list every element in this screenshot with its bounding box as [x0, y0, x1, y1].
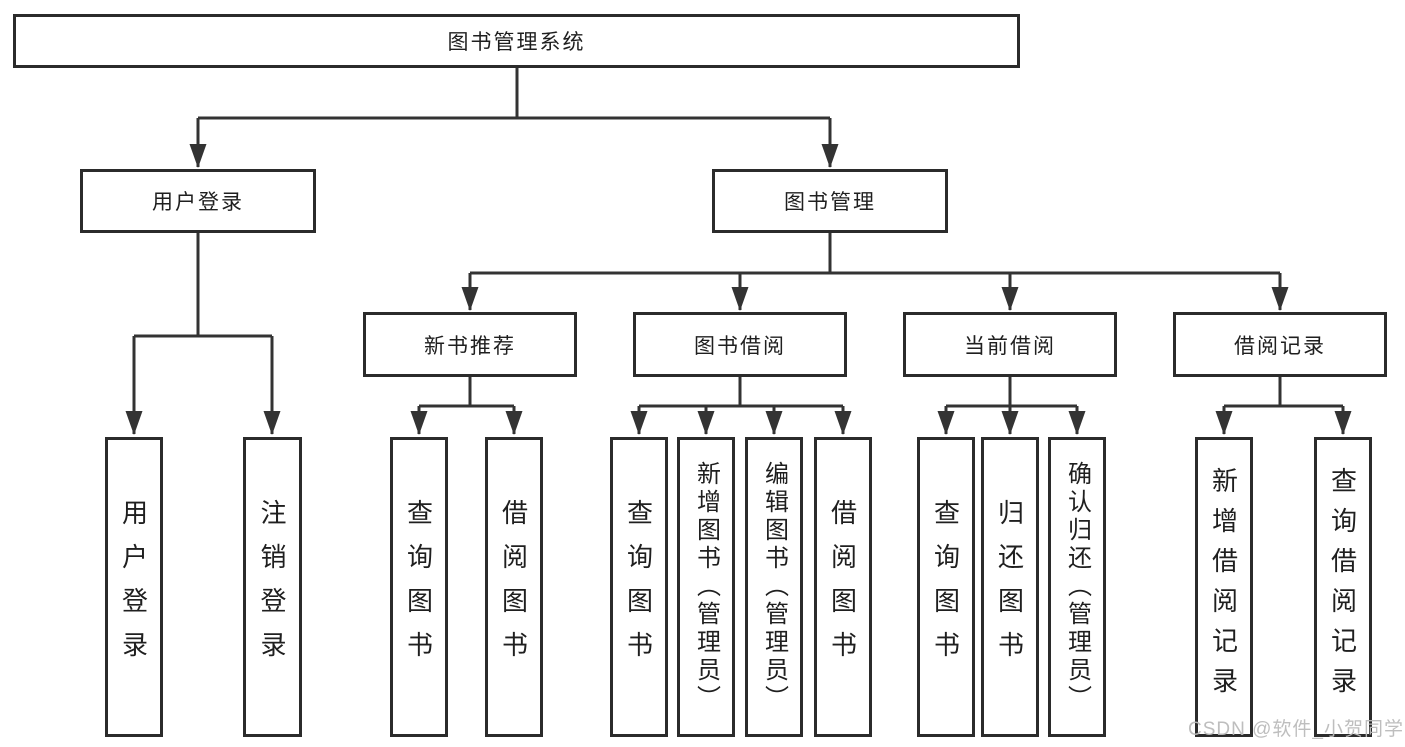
root-split-line: [198, 68, 830, 120]
book-mgmt-split-line: [470, 233, 1280, 275]
leaf-br-add-record: 新增借阅记录: [1195, 437, 1253, 737]
node-book-management-label: 图书管理: [784, 191, 876, 214]
node-current-borrow-label: 当前借阅: [964, 334, 1056, 358]
leaf-nbr-query-book-label: 查询图书: [403, 499, 434, 675]
leaf-nbr-borrow-book: 借阅图书: [485, 437, 543, 737]
node-borrow-records: 借阅记录: [1173, 312, 1387, 377]
leaf-cb-query-book: 查询图书: [917, 437, 975, 737]
node-library-system-label: 图书管理系统: [447, 31, 586, 54]
book-borrow-split-line: [639, 377, 843, 408]
leaf-bb-borrow-book-label: 借阅图书: [827, 499, 858, 675]
node-borrow-records-label: 借阅记录: [1234, 334, 1326, 358]
leaf-br-query-record: 查询借阅记录: [1314, 437, 1372, 737]
node-new-book-recommend: 新书推荐: [363, 312, 577, 377]
user-login-split-line: [134, 233, 272, 338]
leaf-bb-add-book-admin-label: 新增图书（管理员）: [692, 461, 720, 713]
node-current-borrow: 当前借阅: [903, 312, 1117, 377]
leaf-bb-edit-book-admin-label: 编辑图书（管理员）: [760, 461, 788, 713]
new-book-split-line: [419, 377, 514, 408]
leaf-logout-label: 注销登录: [257, 499, 287, 675]
leaf-cb-return-book-label: 归还图书: [994, 499, 1025, 675]
node-book-borrow-label: 图书借阅: [694, 334, 786, 358]
leaf-bb-query-book-label: 查询图书: [623, 499, 654, 675]
leaf-bb-edit-book-admin: 编辑图书（管理员）: [745, 437, 803, 737]
node-library-system: 图书管理系统: [13, 14, 1020, 68]
leaf-user-login-label: 用户登录: [118, 499, 149, 675]
node-book-management: 图书管理: [712, 169, 948, 233]
leaf-nbr-query-book: 查询图书: [390, 437, 448, 737]
leaf-bb-borrow-book: 借阅图书: [814, 437, 872, 737]
leaf-br-query-record-label: 查询借阅记录: [1327, 467, 1358, 707]
node-book-borrow: 图书借阅: [633, 312, 847, 377]
node-user-login-label: 用户登录: [152, 191, 244, 214]
node-user-login: 用户登录: [80, 169, 316, 233]
leaf-cb-confirm-return-admin-label: 确认归还（管理员）: [1063, 461, 1091, 713]
leaf-br-add-record-label: 新增借阅记录: [1208, 467, 1239, 707]
leaf-bb-query-book: 查询图书: [610, 437, 668, 737]
leaf-cb-return-book: 归还图书: [981, 437, 1039, 737]
trunk-lines: [134, 68, 1343, 408]
leaf-cb-confirm-return-admin: 确认归还（管理员）: [1048, 437, 1106, 737]
watermark-text: CSDN @软件_小贺同学: [1188, 719, 1404, 740]
leaf-user-login: 用户登录: [105, 437, 163, 737]
leaf-logout: 注销登录: [243, 437, 302, 737]
leaf-nbr-borrow-book-label: 借阅图书: [498, 499, 529, 675]
arrow-lines: [125, 118, 1352, 435]
current-borrow-split-line: [946, 377, 1077, 408]
leaf-bb-add-book-admin: 新增图书（管理员）: [677, 437, 735, 737]
leaf-cb-query-book-label: 查询图书: [930, 499, 961, 675]
borrow-record-split-line: [1224, 377, 1343, 408]
node-new-book-recommend-label: 新书推荐: [424, 334, 516, 358]
